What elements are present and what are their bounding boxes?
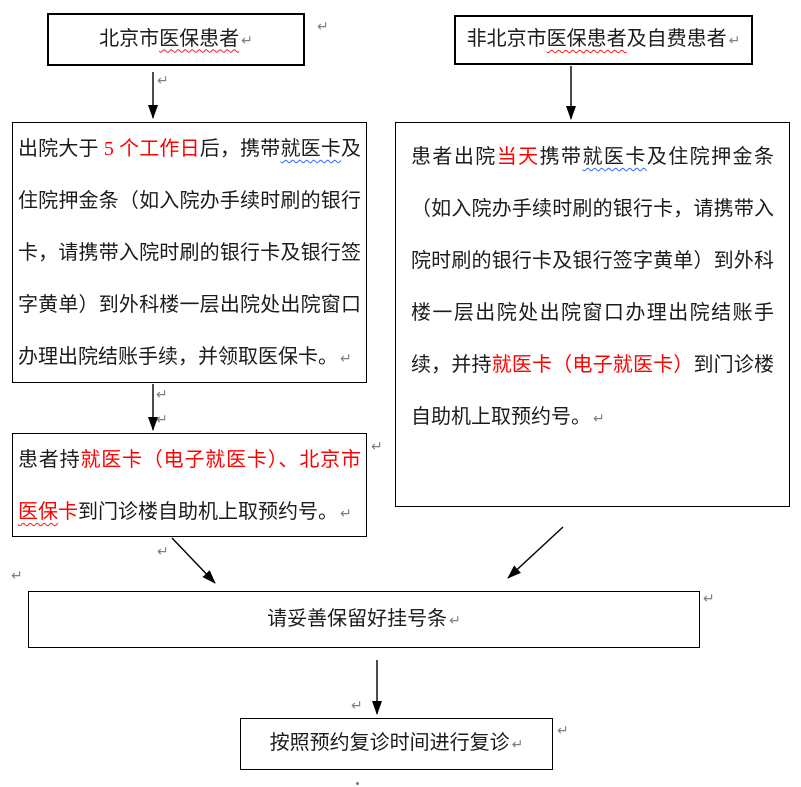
text-segment-red: 当天 <box>496 146 540 168</box>
paragraph-mark: ↵ <box>241 32 253 49</box>
text-segment: 及住院押金条（如入院办手续时刷的银行卡，请携带入院时刷的银行卡及银行签字黄单）到… <box>411 146 774 376</box>
text-segment: 到门诊楼自助机上取预约号。 <box>78 501 338 523</box>
arrow-bjstep2-to-keepslip <box>171 537 216 584</box>
text-segment: 请妥善保留好挂号条 <box>267 607 448 630</box>
flow-node-revisit: 按照预约复诊时间进行复诊↵ <box>240 718 553 770</box>
text-segment-misspelled: 就医卡 <box>280 138 342 160</box>
text-segment: 到门诊楼自助机上取预约号。 <box>411 354 775 428</box>
text-segment: 携带 <box>539 146 583 168</box>
paragraph-mark: ↵ <box>340 351 352 367</box>
paragraph-mark: ↵ <box>157 73 169 89</box>
flow-node-beijing-discharge-step: 出院大于 5 个工作日后，携带就医卡及住院押金条（如入院办手续时刷的银行卡，请携… <box>12 122 367 383</box>
text-segment-red-misspelled: 医保 <box>18 501 58 523</box>
text-segment: 及住院押金条（如入院办手续时刷的银行卡，请携带入院时刷的银行卡及银行签字黄单）到… <box>18 138 362 368</box>
paragraph-mark: ↵ <box>557 723 569 739</box>
paragraph-mark: ↵ <box>703 591 715 607</box>
text-segment-red: 卡 <box>58 501 78 523</box>
text-segment: 非北京市 <box>466 28 547 50</box>
paragraph-mark: ↵ <box>449 612 461 629</box>
arrow-nonbjstep1-to-keepslip <box>507 526 564 579</box>
text-segment: 患者持 <box>18 449 81 471</box>
flow-node-keep-slip: 请妥善保留好挂号条↵ <box>28 591 700 648</box>
text-segment-red: 5 个工作日 <box>103 138 200 160</box>
paragraph-mark: ↵ <box>511 737 524 753</box>
text-segment-misspelled: 就医卡 <box>582 146 647 168</box>
center-guide-dot <box>356 782 359 785</box>
node-text: 请妥善保留好挂号条↵ <box>267 593 461 647</box>
flow-node-beijing-patient: 北京市医保患者↵ <box>47 13 305 66</box>
text-segment-misspelled: 医保患者 <box>546 28 627 50</box>
text-segment: 患者出院 <box>411 146 497 168</box>
paragraph-mark: ↵ <box>317 19 329 35</box>
node-text: 北京市医保患者↵ <box>99 13 253 67</box>
paragraph-mark: ↵ <box>351 698 363 714</box>
paragraph-mark: ↵ <box>371 439 383 455</box>
flow-node-nonbeijing-discharge-step: 患者出院当天携带就医卡及住院押金条（如入院办手续时刷的银行卡，请携带入院时刷的银… <box>395 122 790 507</box>
text-segment-misspelled: 医保患者 <box>159 27 240 50</box>
paragraph-mark: ↵ <box>156 412 168 428</box>
text-segment: 出院大于 <box>18 138 104 160</box>
paragraph-mark: ↵ <box>157 544 169 560</box>
text-segment: 按照预约复诊时间进行复诊 <box>269 732 510 754</box>
paragraph-mark: ↵ <box>11 568 23 584</box>
text-segment-red: 就医卡（电子就医卡） <box>491 354 694 376</box>
node-text: 非北京市医保患者及自费患者↵ <box>467 13 741 67</box>
text-segment-red: 就医卡（电子就医卡）、北京市 <box>80 449 361 471</box>
flow-node-beijing-ticket-step: 患者持就医卡（电子就医卡）、北京市医保卡到门诊楼自助机上取预约号。↵ <box>12 433 367 537</box>
text-segment: 北京市 <box>99 27 160 50</box>
paragraph-mark: ↵ <box>340 506 352 522</box>
text-segment: 后，携带 <box>199 138 281 160</box>
paragraph-mark: ↵ <box>156 387 168 403</box>
text-segment: 及自费患者 <box>626 28 727 50</box>
paragraph-mark: ↵ <box>728 33 741 49</box>
flow-node-nonbeijing-patient: 非北京市医保患者及自费患者↵ <box>454 15 753 65</box>
paragraph-mark: ↵ <box>593 411 605 427</box>
node-text: 按照预约复诊时间进行复诊↵ <box>270 717 524 771</box>
